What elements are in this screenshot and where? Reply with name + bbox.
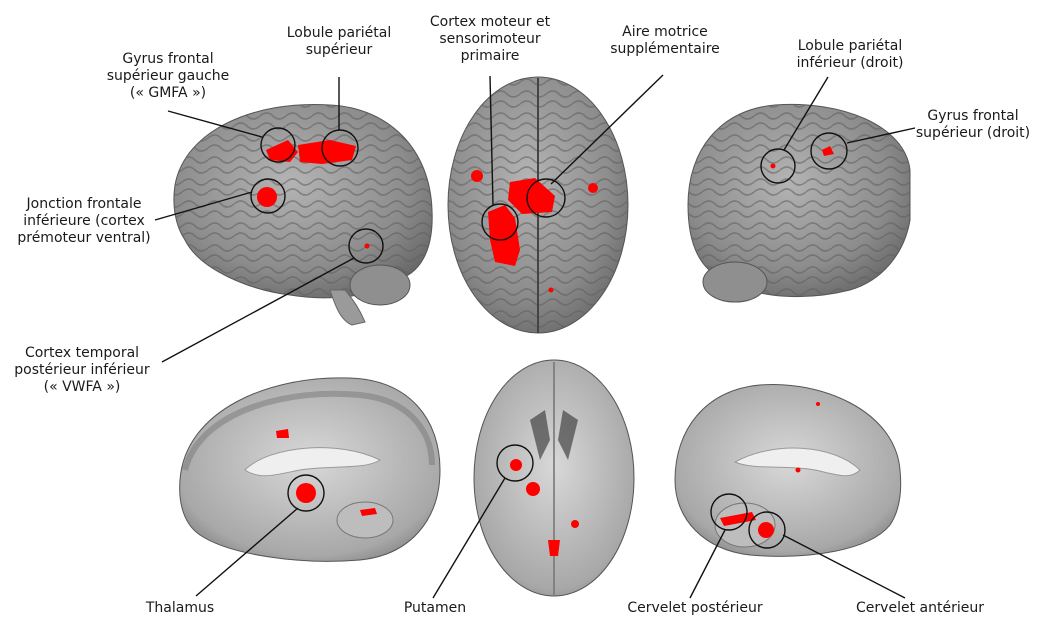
brain-right-lateral-view	[688, 104, 910, 302]
label-vwfa: Cortex temporal postérieur inférieur (« …	[2, 345, 162, 396]
label-sma: Aire motrice supplémentaire	[585, 24, 745, 58]
label-gfs-right: Gyrus frontal supérieur (droit)	[898, 108, 1048, 142]
label-putamen: Putamen	[375, 600, 495, 617]
label-gmfa: Gyrus frontal supérieur gauche (« GMFA »…	[78, 51, 258, 102]
activation-jfi	[257, 187, 277, 207]
right-cerebellum	[703, 262, 767, 302]
brain-left-medial-view	[180, 378, 440, 561]
activation-vwfa	[365, 244, 370, 249]
right-medial-surface	[675, 384, 901, 556]
label-jfi: Jonction frontale inférieure (cortex pré…	[4, 196, 164, 247]
activation-lpi	[771, 164, 776, 169]
label-motor: Cortex moteur et sensorimoteur primaire	[415, 14, 565, 65]
brain-axial-view	[474, 360, 634, 596]
label-thalamus: Thalamus	[120, 600, 240, 617]
activation-cerebellum-ant	[758, 522, 774, 538]
label-lpi: Lobule pariétal inférieur (droit)	[770, 38, 930, 72]
activation-thalamus	[296, 483, 316, 503]
brain-left-lateral-view	[174, 104, 432, 325]
left-cerebellum	[350, 265, 410, 305]
activation-putamen	[510, 459, 522, 471]
brain-right-medial-view	[675, 384, 901, 556]
label-cerebellum-post: Cervelet postérieur	[610, 600, 780, 617]
label-cerebellum-ant: Cervelet antérieur	[835, 600, 1005, 617]
brain-superior-view	[448, 77, 628, 333]
label-lps: Lobule pariétal supérieur	[264, 25, 414, 59]
